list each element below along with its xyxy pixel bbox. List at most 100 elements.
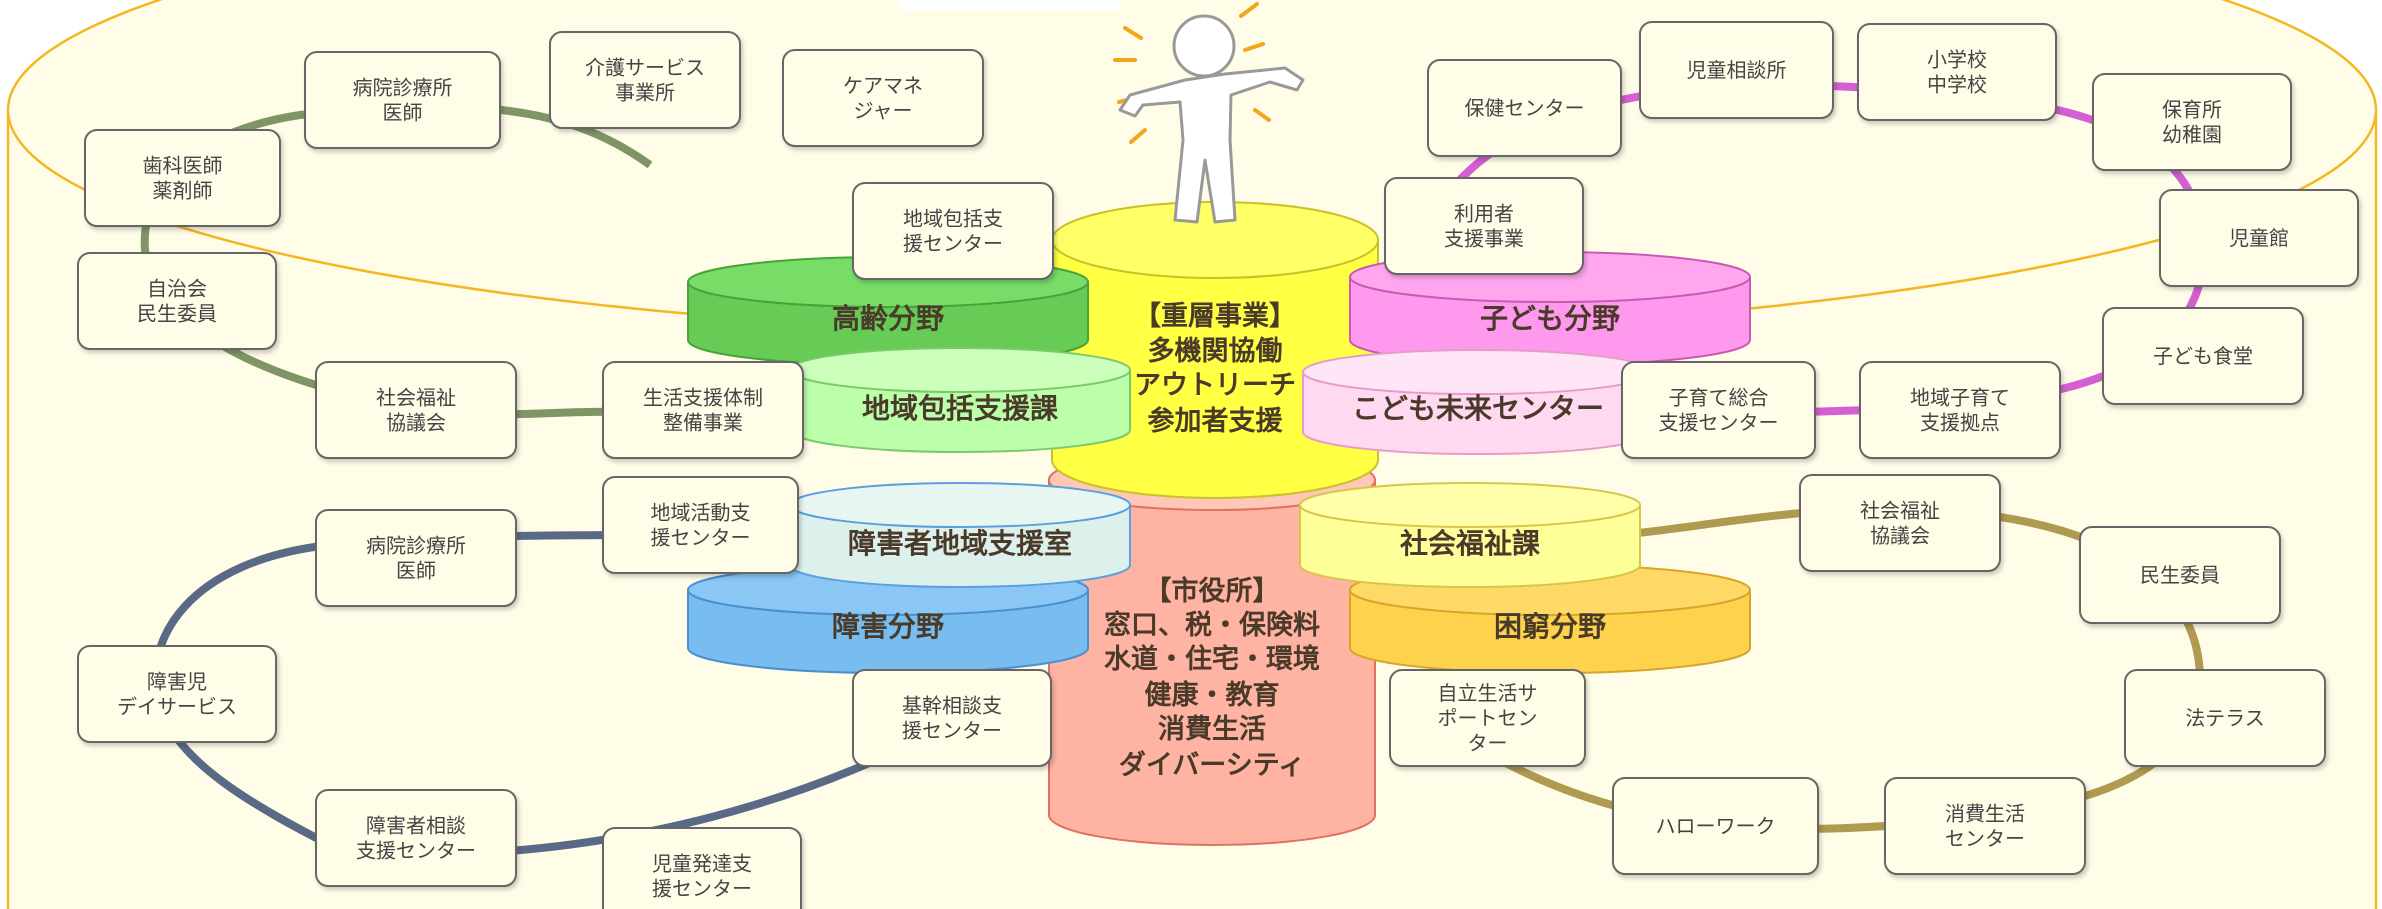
node-jichikai-box (77, 252, 277, 350)
node-jiritsu-text-1: ポートセン (1438, 706, 1538, 730)
cylinder-shiyakusho-line-1: 窓口、税・保険料 (1104, 609, 1320, 641)
node-riyousha-text-0: 利用者 (1454, 202, 1514, 226)
node-hellowork: ハローワーク (1612, 777, 1819, 875)
cylinder-shiyakusho-line-0: 【市役所】 (1145, 575, 1280, 607)
node-shougakkou-box (1857, 23, 2057, 121)
node-hoken: 保健センター (1427, 59, 1622, 157)
node-shougaiji-text-1: デイサービス (117, 695, 237, 719)
node-chiikikatsudou-text-0: 地域活動支 (651, 501, 751, 525)
cylinder-chiikihoukatsu-label: 地域包括支援課 (862, 392, 1059, 425)
node-hellowork-box (1612, 777, 1819, 875)
node-jiritsu-text-2: ター (1468, 731, 1508, 755)
cylinder-shougaichiiki-label: 障害者地域支援室 (848, 527, 1072, 560)
cylinder-koureibunya: 高齢分野 (687, 256, 1089, 366)
node-seikatsushien-text-1: 整備事業 (663, 411, 743, 435)
node-shougaisoudan-text-0: 障害者相談 (366, 814, 466, 838)
node-shougakkou-text-0: 小学校 (1927, 48, 1987, 72)
node-shougaisoudan-text-1: 支援センター (356, 839, 476, 863)
node-byouin1-box (304, 51, 501, 149)
node-seikatsushien-text-0: 生活支援体制 (643, 386, 763, 410)
node-minsei: 民生委員 (2079, 526, 2281, 624)
cylinder-jusou-line-1: 多機関協働 (1148, 336, 1283, 367)
node-caremane-text-1: ジャー (854, 99, 913, 123)
node-byouin2-text-1: 医師 (396, 559, 436, 583)
cylinder-jusou-line-2: アウトリーチ (1134, 370, 1296, 401)
node-chiiki_kosodate-text-0: 地域子育て (1910, 386, 2010, 410)
cylinder-jusou-body (1051, 239, 1379, 499)
node-shakyo2-text-0: 社会福祉 (1860, 499, 1940, 523)
node-shika-text-1: 薬剤師 (153, 179, 213, 203)
node-kosodate_sougou-text-0: 子育て総合 (1669, 386, 1769, 410)
node-shakyo1-box (315, 361, 517, 459)
cylinder-kodomomirai: こども未来センター (1302, 349, 1654, 455)
node-caremane-text-0: ケアマネ (843, 74, 923, 98)
node-kikan-text-0: 基幹相談支 (902, 694, 1002, 718)
cylinder-chiikihoukatsu-top (789, 347, 1131, 393)
top-center-patch (900, 0, 1120, 10)
node-chiiki_kosodate-text-1: 支援拠点 (1920, 411, 2000, 435)
cylinder-shougaichiiki-body (789, 504, 1131, 588)
node-kikan-box (852, 669, 1052, 767)
cylinder-kodomobunya: 子ども分野 (1349, 251, 1751, 366)
node-group: 病院診療所医師介護サービス事業所ケアマネジャー歯科医師薬剤師地域包括支援センター… (77, 21, 2359, 909)
cylinder-shougaichiiki-top (789, 482, 1131, 528)
node-shouhi-text-1: センター (1945, 827, 2025, 851)
cylinder-chiikihoukatsu: 地域包括支援課 (789, 347, 1131, 453)
cylinder-shiyakusho-line-3: 健康・教育 (1145, 679, 1280, 711)
cylinder-shougaibunya-label: 障害分野 (832, 610, 944, 643)
node-hellowork-text-0: ハローワーク (1656, 814, 1776, 838)
cylinder-kodomobunya-label: 子ども分野 (1480, 302, 1620, 335)
cylinder-shiyakusho-line-5: ダイバーシティ (1119, 749, 1305, 781)
node-kodomoshokudou-box (2102, 307, 2304, 405)
node-jidoukan: 児童館 (2159, 189, 2359, 287)
node-jidousoudan: 児童相談所 (1639, 21, 1834, 119)
node-byouin2-text-0: 病院診療所 (366, 534, 466, 558)
node-shakyo2-text-1: 協議会 (1870, 524, 1930, 548)
cylinder-koureibunya-label: 高齢分野 (832, 302, 944, 335)
node-shouhi-box (1884, 777, 2086, 875)
node-chiiki_kosodate-box (1859, 361, 2061, 459)
node-kodomoshokudou: 子ども食堂 (2102, 307, 2304, 405)
node-shouhi-text-0: 消費生活 (1945, 802, 2025, 826)
node-shika-box (84, 129, 281, 227)
outer-cylinder-sides (6, 112, 2378, 909)
node-riyousha-text-1: 支援事業 (1444, 227, 1524, 251)
node-seikatsushien-box (602, 361, 804, 459)
node-hoikusho-text-0: 保育所 (2162, 98, 2222, 122)
node-kosodate_sougou-box (1621, 361, 1816, 459)
node-houterasu: 法テラス (2124, 669, 2326, 767)
node-jidouhattatsu-text-0: 児童発達支 (652, 852, 752, 876)
cylinder-group: 【市役所】窓口、税・保険料水道・住宅・環境健康・教育消費生活ダイバーシティ【重層… (687, 201, 1751, 846)
node-shougaiji-text-0: 障害児 (147, 670, 207, 694)
node-byouin1-text-1: 医師 (383, 101, 423, 125)
cylinder-konkyubunya-label: 困窮分野 (1494, 610, 1606, 643)
node-jiritsu-box (1389, 669, 1586, 767)
node-houterasu-box (2124, 669, 2326, 767)
node-hoken-text-0: 保健センター (1465, 96, 1585, 120)
cylinder-konkyubunya: 困窮分野 (1349, 564, 1751, 674)
cylinder-chiikihoukatsu-body (789, 369, 1131, 453)
node-chiikihoukatsu_center-text-1: 援センター (903, 232, 1003, 256)
cylinder-jusou-line-3: 参加者支援 (1148, 405, 1284, 437)
node-byouin2-box (315, 509, 517, 607)
node-chiikihoukatsu_center-box (852, 182, 1054, 280)
node-minsei-box (2079, 526, 2281, 624)
node-shakyo1-text-1: 協議会 (386, 411, 446, 435)
node-chiikikatsudou-text-1: 援センター (651, 526, 751, 550)
